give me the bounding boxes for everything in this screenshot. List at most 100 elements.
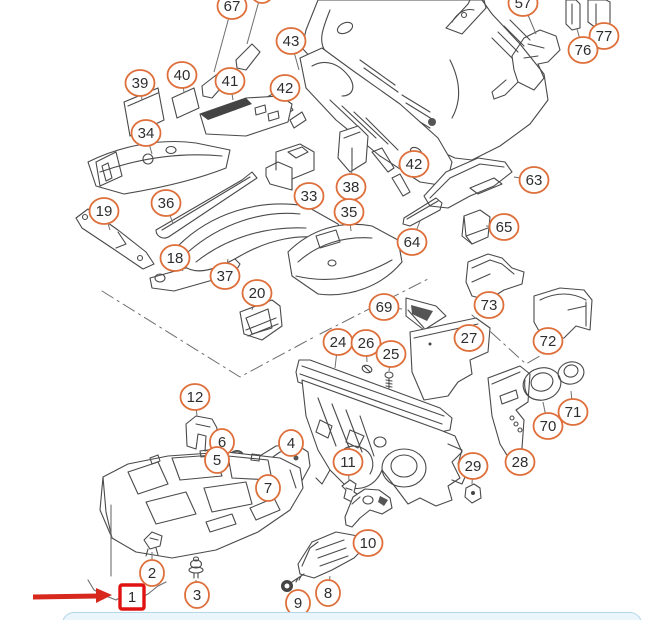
callout-42[interactable]: 42 (269, 74, 301, 102)
selected-item-box[interactable] (118, 583, 146, 611)
callout-circle[interactable] (398, 150, 430, 178)
part-35-panel[interactable] (287, 223, 403, 296)
callout-circle[interactable] (278, 429, 304, 457)
callout-37[interactable]: 37 (209, 262, 241, 290)
part-64-strip[interactable] (402, 197, 443, 227)
part-73-corner[interactable] (465, 253, 525, 301)
callout-26[interactable]: 26 (350, 329, 382, 357)
part-34-cowl-panel[interactable] (87, 140, 231, 195)
callout-29[interactable]: 29 (457, 452, 489, 480)
callout-circle[interactable] (315, 579, 341, 607)
callout-circle[interactable] (166, 61, 198, 89)
callout-2[interactable]: 2 (139, 559, 165, 587)
callout-24[interactable]: 24 (322, 328, 354, 356)
callout-28[interactable]: 28 (504, 448, 536, 476)
callout-25[interactable]: 25 (375, 340, 407, 368)
callout-circle[interactable] (293, 182, 325, 210)
callout-circle[interactable] (88, 197, 120, 225)
callout-circle[interactable] (209, 262, 241, 290)
callout-65[interactable]: 65 (488, 213, 520, 241)
callout-circle[interactable] (473, 291, 505, 319)
callout-circle[interactable] (488, 213, 520, 241)
callout-circle[interactable] (130, 119, 162, 147)
callout-circle[interactable] (368, 293, 400, 321)
callout-circle[interactable] (150, 189, 182, 217)
callout-circle[interactable] (567, 36, 599, 64)
part-25-screw[interactable] (384, 371, 394, 389)
callout-18[interactable]: 18 (159, 244, 191, 272)
part-2-clip[interactable] (143, 531, 163, 557)
callout-circle[interactable] (241, 279, 273, 307)
callout-42[interactable]: 42 (398, 150, 430, 178)
callout-19[interactable]: 19 (88, 197, 120, 225)
callout-71[interactable]: 71 (557, 398, 589, 426)
callout-34[interactable]: 34 (130, 119, 162, 147)
part-42-sticks[interactable] (371, 147, 411, 197)
callout-33[interactable]: 33 (293, 182, 325, 210)
callout-circle[interactable] (269, 74, 301, 102)
callout-circle[interactable] (255, 474, 281, 502)
callout-41[interactable]: 41 (214, 67, 246, 95)
callout-circle[interactable] (457, 452, 489, 480)
callout-circle[interactable] (139, 559, 165, 587)
callout-76[interactable]: 76 (567, 36, 599, 64)
callout-63[interactable]: 63 (518, 166, 550, 194)
callout-3[interactable]: 3 (184, 581, 210, 609)
part-1-hood-liner[interactable] (99, 449, 304, 559)
callout-27[interactable]: 27 (453, 324, 485, 352)
callout-circle[interactable] (214, 67, 246, 95)
callout-circle[interactable] (124, 69, 156, 97)
part-71-ring[interactable] (556, 359, 587, 387)
callout-circle[interactable] (557, 398, 589, 426)
callout-cut[interactable] (250, 0, 274, 4)
part-41-panel[interactable] (199, 95, 293, 137)
part-28-panel[interactable] (487, 365, 531, 461)
callout-72[interactable]: 72 (532, 327, 564, 355)
callout-73[interactable]: 73 (473, 291, 505, 319)
callout-12[interactable]: 12 (179, 383, 211, 411)
callout-38[interactable]: 38 (335, 173, 367, 201)
callout-circle[interactable] (518, 166, 550, 194)
callout-39[interactable]: 39 (124, 69, 156, 97)
part-63-panel[interactable] (423, 157, 513, 209)
part-36-strip[interactable] (155, 171, 258, 239)
callout-circle[interactable] (350, 329, 382, 357)
part-76-bracket[interactable] (565, 0, 581, 31)
callout-43[interactable]: 43 (275, 27, 307, 55)
part-29-grommet[interactable] (464, 483, 482, 504)
callout-circle[interactable] (453, 324, 485, 352)
callout-7[interactable]: 7 (255, 474, 281, 502)
part-3-rivet[interactable] (188, 556, 204, 579)
callout-circle[interactable] (532, 412, 564, 440)
callout-67[interactable]: 67 (216, 0, 248, 20)
callout-10[interactable]: 10 (352, 529, 384, 557)
callout-57[interactable]: 57 (507, 0, 539, 17)
part-65-cube[interactable] (461, 209, 491, 245)
callout-circle[interactable] (179, 383, 211, 411)
callout-circle[interactable] (333, 198, 365, 226)
callout-8[interactable]: 8 (315, 579, 341, 607)
part-20-wedge[interactable] (239, 299, 283, 341)
part-26-clip[interactable] (361, 364, 373, 374)
part-9-screw[interactable] (281, 573, 305, 592)
part-40-sheet[interactable] (171, 87, 200, 119)
callout-circle[interactable] (204, 446, 230, 474)
callout-circle[interactable] (588, 22, 620, 50)
callout-70[interactable]: 70 (532, 412, 564, 440)
callout-circle[interactable] (159, 244, 191, 272)
callout-circle[interactable] (507, 0, 539, 17)
callout-77[interactable]: 77 (588, 22, 620, 50)
callout-circle[interactable] (396, 228, 428, 256)
callout-4[interactable]: 4 (278, 429, 304, 457)
callout-11[interactable]: 11 (332, 448, 364, 476)
callout-circle[interactable] (250, 0, 274, 4)
callout-69[interactable]: 69 (368, 293, 400, 321)
part-10-bracket[interactable] (344, 488, 393, 528)
part-70-ring[interactable] (520, 364, 565, 405)
callout-circle[interactable] (275, 27, 307, 55)
callout-circle[interactable] (375, 340, 407, 368)
callout-35[interactable]: 35 (333, 198, 365, 226)
part-33-box[interactable] (265, 143, 315, 191)
callout-circle[interactable] (184, 581, 210, 609)
part-57-bracket[interactable] (491, 29, 561, 100)
